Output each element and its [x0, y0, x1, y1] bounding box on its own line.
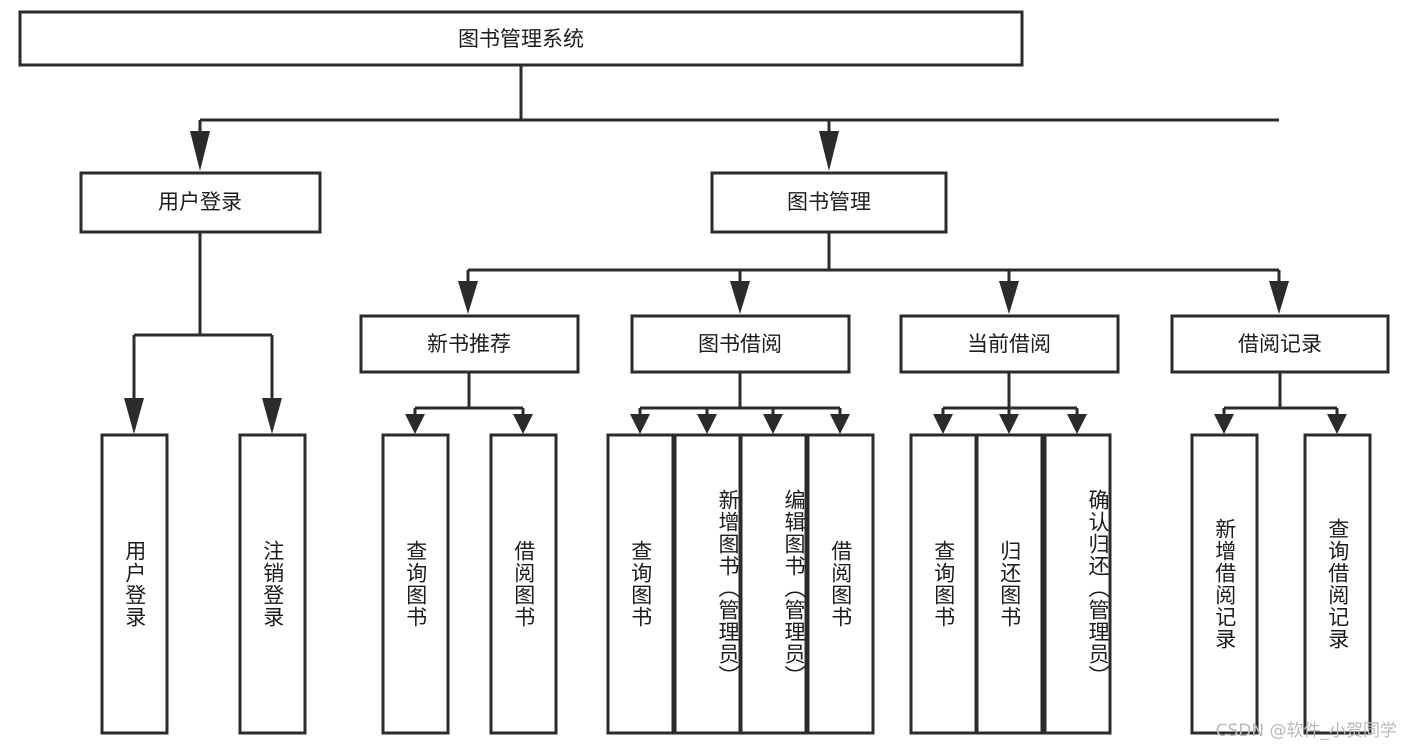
node-leaf-edit-book-label: 编辑图书（管理员）: [782, 489, 806, 687]
node-new-book-recommend-label: 新书推荐: [427, 332, 511, 356]
node-leaf-add-book-box[interactable]: [673, 433, 742, 735]
node-leaf-query-book-1-box[interactable]: [381, 433, 450, 735]
node-leaf-query-book-3-box[interactable]: [909, 433, 978, 735]
node-leaf-query-book-3-label: 查询图书: [931, 540, 956, 628]
node-leaf-query-book-1-label: 查询图书: [403, 540, 428, 628]
arrow-head-leaf-add-record: [1214, 414, 1234, 434]
arrow-head-leaf-confirm-return: [1067, 414, 1087, 434]
node-leaf-logout-box[interactable]: [238, 433, 307, 735]
arrow-head-leaf-logout: [262, 398, 282, 434]
arrow-head-leaf-add-book: [697, 414, 717, 434]
arrow-head-new-book-recommend: [458, 281, 478, 314]
node-leaf-edit-book-box[interactable]: [739, 433, 808, 735]
node-leaf-logout-label: 注销登录: [260, 540, 285, 628]
arrow-head-leaf-query-record: [1327, 414, 1347, 434]
node-leaf-confirm-return-label: 确认归还（管理员）: [1086, 489, 1110, 687]
node-borrow-record-label: 借阅记录: [1238, 332, 1322, 356]
arrow-head-book-borrow: [730, 281, 750, 314]
arrow-head-borrow-record: [1269, 281, 1289, 314]
arrow-head-leaf-user-login: [124, 398, 144, 434]
node-leaf-borrow-book-1-box[interactable]: [489, 433, 558, 735]
node-current-borrow-label: 当前借阅: [967, 332, 1051, 356]
node-root-label: 图书管理系统: [458, 27, 584, 51]
arrow-head-leaf-return-book: [999, 414, 1019, 434]
node-leaf-query-book-2-label: 查询图书: [628, 540, 653, 628]
arrow-head-leaf-query-book-1: [405, 414, 425, 434]
node-leaf-return-book-label: 归还图书: [997, 540, 1022, 628]
node-root-box[interactable]: [18, 10, 1024, 67]
node-leaf-add-record-box[interactable]: [1190, 433, 1259, 735]
node-leaf-borrow-book-2-label: 借阅图书: [828, 540, 853, 628]
arrow-head-leaf-edit-book: [763, 414, 783, 434]
node-leaf-query-record-box[interactable]: [1303, 433, 1372, 735]
node-leaf-return-book-box[interactable]: [975, 433, 1044, 735]
arrow-head-leaf-borrow-book-2: [830, 414, 850, 434]
node-leaf-add-record-label: 新增借阅记录: [1212, 518, 1237, 650]
arrow-head-current-borrow: [999, 281, 1019, 314]
node-leaf-borrow-book-1-label: 借阅图书: [511, 540, 536, 628]
node-leaf-borrow-book-2-box[interactable]: [806, 433, 875, 735]
node-leaf-confirm-return-box[interactable]: [1043, 433, 1112, 735]
node-leaf-query-record-label: 查询借阅记录: [1325, 518, 1350, 650]
node-leaf-user-login-label: 用户登录: [122, 540, 147, 628]
node-book-borrow-label: 图书借阅: [698, 332, 782, 356]
node-leaf-add-book-label: 新增图书（管理员）: [716, 489, 740, 687]
node-current-borrow-box[interactable]: [899, 314, 1120, 374]
arrow-head-user-login: [190, 131, 210, 171]
arrow-head-leaf-borrow-book-1: [513, 414, 533, 434]
node-leaf-query-book-2-box[interactable]: [606, 433, 675, 735]
node-book-borrow-box[interactable]: [630, 314, 851, 374]
node-leaf-user-login-box[interactable]: [100, 433, 169, 735]
arrow-head-book-manage: [819, 131, 839, 171]
node-user-login-label: 用户登录: [158, 190, 242, 214]
node-new-book-recommend-box[interactable]: [359, 314, 580, 374]
arrow-head-leaf-query-book-3: [933, 414, 953, 434]
node-book-manage-label: 图书管理: [787, 190, 871, 214]
arrow-head-leaf-query-book-2: [630, 414, 650, 434]
